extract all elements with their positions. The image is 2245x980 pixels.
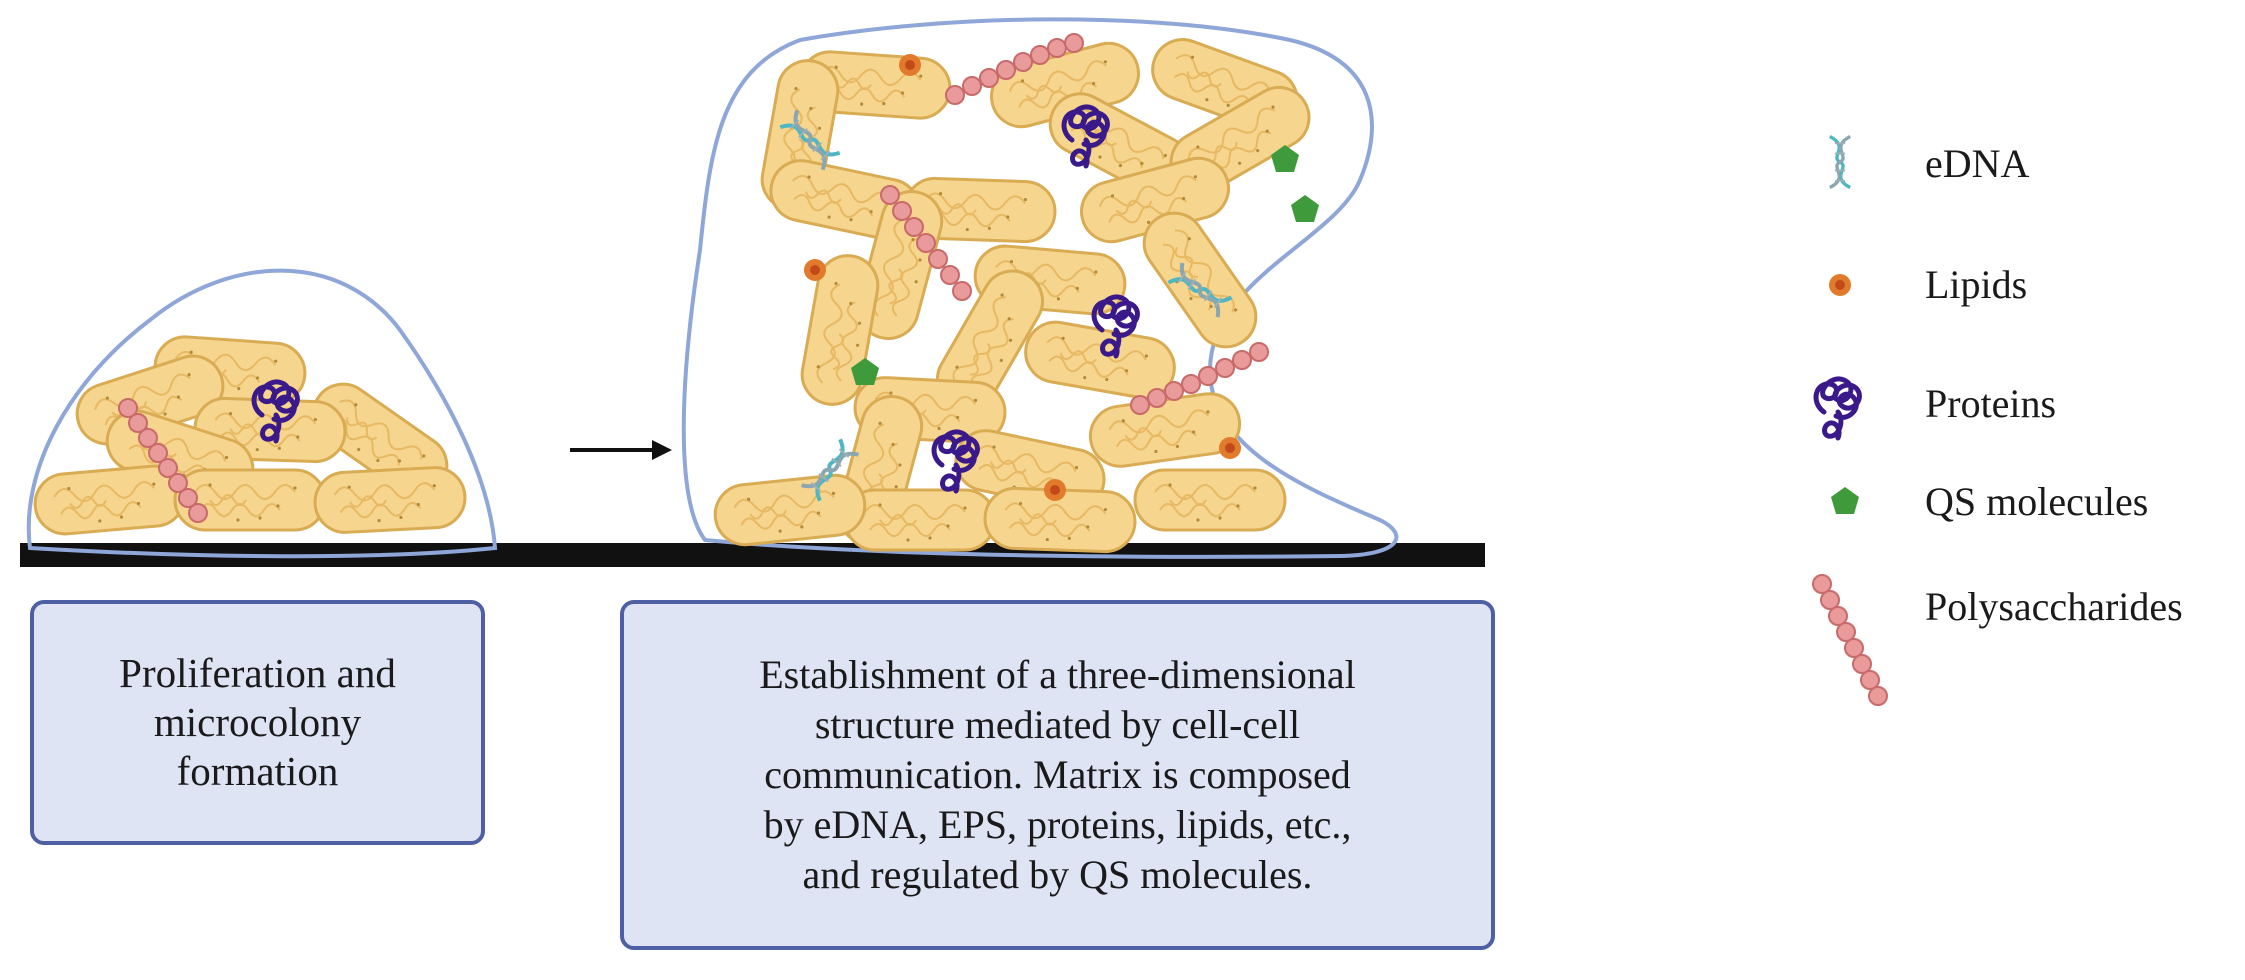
edna-icon	[1828, 134, 1852, 190]
legend-label-edna: eDNA	[1925, 141, 2030, 186]
lipid-icon	[1829, 274, 1851, 296]
biofilm-cells	[710, 29, 1322, 555]
stage-1-text: Proliferation and microcolony formation	[119, 650, 396, 794]
qs-molecule-icon	[1831, 487, 1859, 514]
legend-label-proteins: Proteins	[1925, 381, 2057, 426]
legend-label-qs-molecules: QS molecules	[1925, 479, 2149, 524]
stage-2-text: Establishment of a three-dimensional str…	[759, 652, 1356, 897]
matrix-outline-microcolony	[26, 268, 498, 559]
polysaccharide-icon	[1812, 574, 1888, 706]
stage-arrow	[570, 440, 672, 460]
protein-icon	[1816, 379, 1859, 438]
legend-label-lipids: Lipids	[1925, 262, 2028, 307]
stage-2-description-box: Establishment of a three-dimensional str…	[620, 600, 1495, 950]
matrix-outline-biofilm	[681, 17, 1399, 559]
stage-1-description-box: Proliferation and microcolony formation	[30, 600, 485, 845]
legend-label-polysaccharides: Polysaccharides	[1925, 584, 2183, 629]
